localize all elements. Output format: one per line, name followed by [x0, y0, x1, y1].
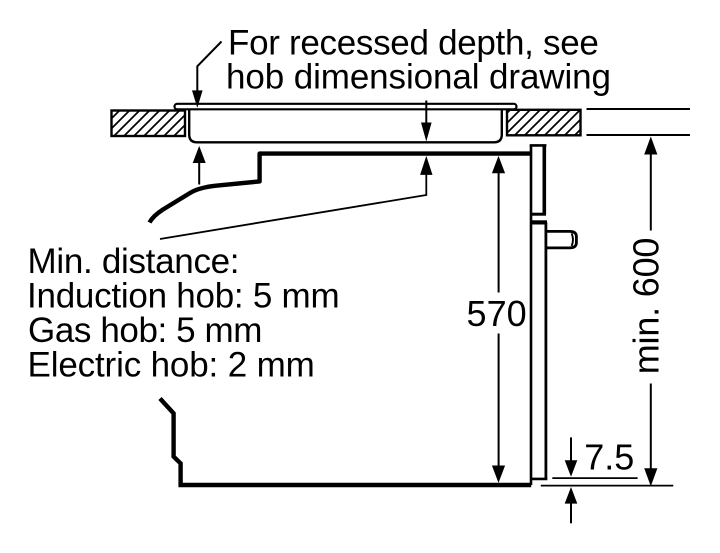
svg-text:hob dimensional drawing: hob dimensional drawing: [226, 58, 611, 97]
svg-text:Min. distance:: Min. distance:: [28, 242, 240, 281]
svg-text:min. 600: min. 600: [626, 238, 667, 374]
svg-text:570: 570: [467, 293, 527, 334]
svg-text:Electric hob: 2 mm: Electric hob: 2 mm: [28, 346, 315, 385]
svg-text:7.5: 7.5: [584, 436, 634, 477]
svg-text:Induction hob: 5 mm: Induction hob: 5 mm: [27, 276, 339, 315]
svg-text:Gas hob: 5 mm: Gas hob: 5 mm: [28, 311, 262, 350]
svg-text:For recessed depth, see: For recessed depth, see: [228, 23, 599, 62]
